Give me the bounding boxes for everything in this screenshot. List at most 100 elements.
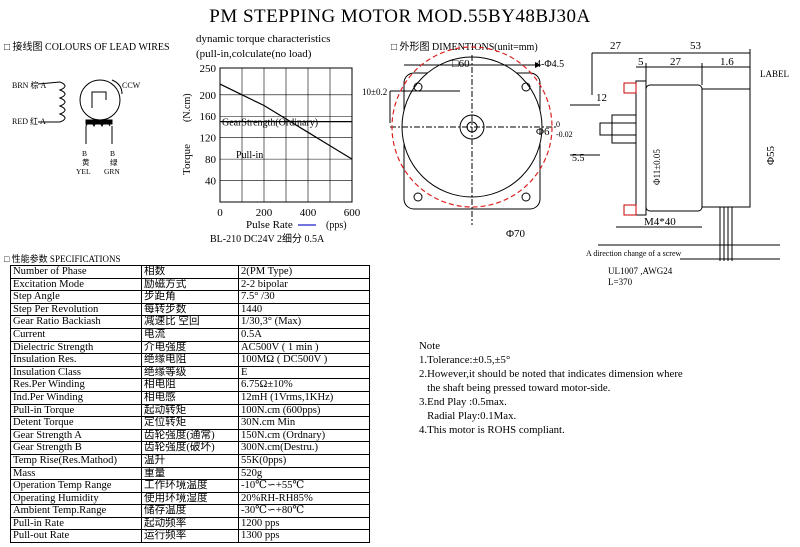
spec-param: Res.Per Winding <box>10 378 142 392</box>
dim-phi55: Φ55 <box>765 145 777 165</box>
dim-tol-0: 0 <box>556 120 560 129</box>
spec-value: 7.5° /30 <box>238 290 370 304</box>
spec-param: Insulation Res. <box>10 353 142 367</box>
spec-param: Ind.Per Winding <box>10 390 142 405</box>
series-label: Pull-in <box>236 150 263 161</box>
spec-param: Operating Humidity <box>10 491 142 506</box>
spec-param-cn: 步距角 <box>141 290 239 304</box>
spec-param: Step Angle <box>10 290 142 304</box>
notes-title: Note <box>419 340 440 352</box>
spec-param: Step Per Revolution <box>10 302 142 317</box>
spec-value: 300N.cm(Destru.) <box>238 441 370 455</box>
spec-param: Current <box>10 327 142 342</box>
spec-param-cn: 电流 <box>141 327 239 342</box>
wire-b-left-cn: 黄 <box>82 157 90 167</box>
spec-value: 30N.cm Min <box>238 416 370 430</box>
wire-grn: GRN <box>104 167 120 176</box>
spec-param: Gear Strength B <box>10 441 142 455</box>
wire-spec: UL1007 ,AWG24 <box>608 266 673 276</box>
dim-27b: 27 <box>670 56 682 68</box>
note-line: 3.End Play :0.5max. <box>419 396 507 408</box>
dim-holes: 4-Φ4.5 <box>536 59 564 70</box>
spec-value: 55K(0pps) <box>238 453 370 468</box>
y-tick-label: 80 <box>205 154 217 166</box>
series-label: GearStrength(Ordinary) <box>222 118 318 129</box>
spec-param: Dielectric Strength <box>10 340 142 355</box>
spec-value: 520g <box>238 466 370 481</box>
shaft <box>599 122 637 136</box>
spec-param: Mass <box>10 466 142 481</box>
spec-param: Temp Rise(Res.Mathod) <box>10 453 142 468</box>
dim-ten: 10±0.2 <box>362 87 387 97</box>
dim-5: 5 <box>638 56 644 68</box>
y-axis-unit: (N.cm) <box>182 93 193 122</box>
wiring-diagram: BRN 棕 A RED 红 A CCW B 黄 YEL B 绿 GRN <box>12 79 141 176</box>
dim-1-6: 1.6 <box>720 56 734 68</box>
spec-param-cn: 齿轮强度(通常) <box>141 428 239 443</box>
x-axis-label: Pulse Rate <box>246 219 293 231</box>
spec-param: Gear Strength A <box>10 428 142 443</box>
spec-value: 1440 <box>238 302 370 317</box>
side-flange <box>635 80 647 216</box>
spec-param: Gear Ratio Backiash <box>10 315 142 329</box>
y-axis-label: Torque <box>181 144 193 175</box>
spec-param-cn: 相数 <box>141 265 239 279</box>
spec-param-cn: 绝缘等级 <box>141 365 239 380</box>
y-tick-label: 120 <box>200 133 217 145</box>
spec-value: 100N.cm (600pps) <box>238 403 370 418</box>
spec-value: AC500V ( 1 min ) <box>238 340 370 355</box>
wire-red-label: RED 红 A <box>12 116 46 126</box>
spec-param-cn: 起动频率 <box>141 516 239 531</box>
spec-param: Insulation Class <box>10 365 142 380</box>
spec-param: Pull-out Rate <box>10 529 142 544</box>
screw-note: A direction change of a screw <box>586 249 682 258</box>
y-tick-label: 160 <box>200 111 217 123</box>
spec-value: 150N.cm (Ordnary) <box>238 428 370 443</box>
x-tick-label: 0 <box>217 207 223 219</box>
ccw-label: CCW <box>122 81 141 90</box>
spec-param-cn: 介电强度 <box>141 340 239 355</box>
y-tick-label: 40 <box>205 176 217 188</box>
document-title: PM STEPPING MOTOR MOD.55BY48BJ30A <box>209 6 591 27</box>
spec-param-cn: 励磁方式 <box>141 277 239 292</box>
spec-value: 1/30,3° (Max) <box>238 315 370 329</box>
spec-param-cn: 运行频率 <box>141 529 239 544</box>
wire-yel: YEL <box>76 167 91 176</box>
dim-12: 12 <box>596 92 607 104</box>
spec-value: 0.5A <box>238 327 370 342</box>
spec-param: Detent Torque <box>10 416 142 430</box>
dim-phi70: Φ70 <box>506 228 526 240</box>
y-tick-label: 200 <box>200 90 217 102</box>
rotor-circle <box>79 79 121 121</box>
bolt-circle <box>391 46 553 208</box>
spec-param: Operation Temp Range <box>10 479 142 493</box>
spec-param: Pull-in Rate <box>10 516 142 531</box>
spec-value: 12mH (1Vrms,1KHz) <box>238 390 370 405</box>
chart-title: dynamic torque characteristics <box>196 33 331 45</box>
x-tick-label: 400 <box>300 207 317 219</box>
notes-block: Note 1.Tolerance:±0.5,±5° 2.However,it s… <box>419 339 683 437</box>
dim-53: 53 <box>690 40 702 52</box>
spec-param-cn: 使用环境湿度 <box>141 491 239 506</box>
x-axis-unit: (pps) <box>326 220 347 231</box>
spec-value: 100MΩ ( DC500V ) <box>238 353 370 367</box>
spec-param-cn: 储存温度 <box>141 504 239 518</box>
wire-brn-label: BRN 棕 A <box>12 80 46 90</box>
chart-subtitle: (pull-in,colculate(no load) <box>196 48 312 60</box>
dim-27a: 27 <box>610 40 622 52</box>
spec-param-cn: 定位转矩 <box>141 416 239 430</box>
spec-param-cn: 相电阻 <box>141 378 239 392</box>
